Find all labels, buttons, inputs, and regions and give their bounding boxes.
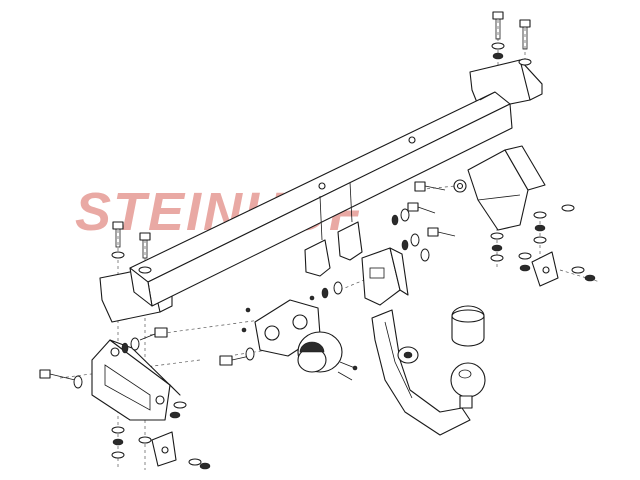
left-lower-fasteners <box>39 369 211 470</box>
left-side-bracket <box>91 339 181 421</box>
main-cross-beam <box>99 59 543 323</box>
middle-bolts <box>121 181 456 366</box>
right-fastener-stack <box>490 204 596 287</box>
top-right-bolts <box>491 11 532 66</box>
tow-ball <box>450 362 486 409</box>
right-side-bracket <box>453 145 546 231</box>
tow-ball-cap <box>451 305 485 347</box>
left-top-bolts <box>111 221 152 274</box>
ball-mount-holder <box>361 247 409 306</box>
electrical-socket <box>297 331 358 381</box>
tow-ball-arm <box>371 309 471 436</box>
